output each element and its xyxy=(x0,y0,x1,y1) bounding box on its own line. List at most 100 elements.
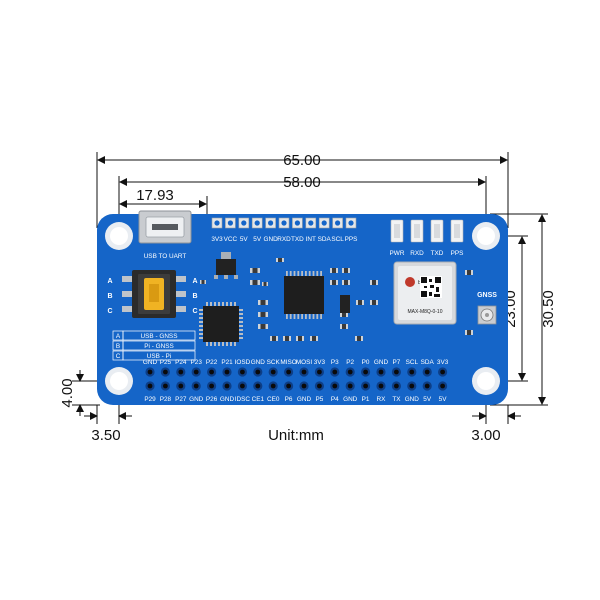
smd-part xyxy=(258,324,268,329)
qr-code-icon xyxy=(420,276,442,298)
gpio-pin xyxy=(145,381,155,391)
mosfet xyxy=(340,295,350,313)
switch-letter: C xyxy=(107,308,112,315)
gpio-pin xyxy=(237,381,247,391)
gpio-pin xyxy=(222,381,232,391)
gpio-top-label: P23 xyxy=(191,359,203,366)
top-header-label: 5V xyxy=(253,236,262,243)
gpio-bottom-label: CE0 xyxy=(267,396,280,403)
top-header-label: SCL xyxy=(331,236,344,243)
gpio-top-label: P24 xyxy=(175,359,187,366)
gpio-bottom-label: P29 xyxy=(144,396,156,403)
gpio-pin xyxy=(299,367,309,377)
top-header-pin xyxy=(225,217,236,229)
led-label: PWR xyxy=(390,250,405,257)
gpio-pin xyxy=(407,381,417,391)
gpio-bottom-label: P5 xyxy=(315,396,323,403)
switch-letter: A xyxy=(107,278,112,285)
led xyxy=(390,219,404,243)
gpio-pin xyxy=(176,367,186,377)
gpio-pin xyxy=(391,381,401,391)
gnss-label: GNSS xyxy=(477,292,497,299)
mcu-chip xyxy=(199,302,243,346)
gpio-pin xyxy=(284,367,294,377)
gpio-pin xyxy=(145,367,155,377)
smd-part xyxy=(310,336,318,341)
top-header-pin xyxy=(332,217,343,229)
smd-part xyxy=(276,258,284,262)
gpio-bottom-label: P6 xyxy=(285,396,293,403)
top-header-label: INT xyxy=(306,236,316,243)
top-header-pin xyxy=(305,217,317,229)
gpio-pin xyxy=(314,381,324,391)
top-header-label: PPS xyxy=(345,236,358,243)
regulator-chip xyxy=(214,252,238,279)
gpio-pin xyxy=(422,367,432,377)
smd-part xyxy=(340,324,348,329)
top-header-pin xyxy=(318,217,330,229)
smd-part xyxy=(283,336,291,341)
top-header-label: RXD xyxy=(277,236,291,243)
gpio-pin xyxy=(284,381,294,391)
top-header-label: 5V xyxy=(240,236,249,243)
top-header-pin xyxy=(345,217,357,229)
gpio-pin xyxy=(299,381,309,391)
smd-part xyxy=(296,336,304,341)
gpio-pin xyxy=(438,367,448,377)
gpio-bottom-label: P1 xyxy=(362,396,370,403)
gpio-bottom-label: 5V xyxy=(423,396,432,403)
gpio-pin xyxy=(422,381,432,391)
gpio-pin xyxy=(438,381,448,391)
gpio-pin xyxy=(207,367,217,377)
smd-part xyxy=(465,330,473,335)
gpio-pin xyxy=(361,367,371,377)
gpio-top-label: P2 xyxy=(346,359,354,366)
gpio-bottom-label: GND xyxy=(343,396,358,403)
gpio-bottom-label: P4 xyxy=(331,396,339,403)
dim-right-offset: 3.00 xyxy=(471,427,500,444)
gpio-pin xyxy=(330,367,340,377)
smd-components xyxy=(200,258,473,341)
gpio-pin xyxy=(330,381,340,391)
gnss-module: blox MAX-M8Q-0-10 xyxy=(393,261,457,325)
gpio-bottom-label: P26 xyxy=(206,396,218,403)
gpio-bottom-label: CE1 xyxy=(252,396,265,403)
gpio-pin xyxy=(361,381,371,391)
module-model: MAX-M8Q-0-10 xyxy=(407,309,442,315)
gpio-bottom-label: GND xyxy=(405,396,420,403)
gpio-top-label: P0 xyxy=(362,359,370,366)
gpio-top-label: P7 xyxy=(392,359,400,366)
smd-part xyxy=(200,280,206,284)
top-header-pin xyxy=(278,217,290,229)
smd-part xyxy=(330,268,338,273)
top-header-pin xyxy=(238,217,250,229)
mode-key: C xyxy=(116,353,121,360)
gpio-pin xyxy=(191,381,201,391)
mounting-hole-bottom-right xyxy=(472,367,500,395)
mounting-hole-top-left xyxy=(105,222,133,250)
gpio-bottom-label: GND xyxy=(189,396,204,403)
gpio-bottom-label: P27 xyxy=(175,396,187,403)
gpio-pin xyxy=(253,367,263,377)
smd-part xyxy=(370,300,378,305)
gpio-top-label: P3 xyxy=(331,359,339,366)
led xyxy=(410,219,424,243)
gpio-pin xyxy=(160,381,170,391)
smd-part xyxy=(342,280,350,285)
top-header-pin xyxy=(251,217,263,229)
top-header-pins xyxy=(211,217,357,229)
gpio-top-label: P21 xyxy=(221,359,233,366)
dim-left-offset: 3.50 xyxy=(91,427,120,444)
top-header-label: SDA xyxy=(318,236,332,243)
gpio-pin xyxy=(222,367,232,377)
smd-part xyxy=(356,300,364,305)
gpio-pin xyxy=(160,367,170,377)
gpio-top-label: 3V3 xyxy=(314,359,326,366)
led-label: RXD xyxy=(410,250,424,257)
gpio-top-label: SDA xyxy=(421,359,435,366)
gpio-pin xyxy=(207,381,217,391)
